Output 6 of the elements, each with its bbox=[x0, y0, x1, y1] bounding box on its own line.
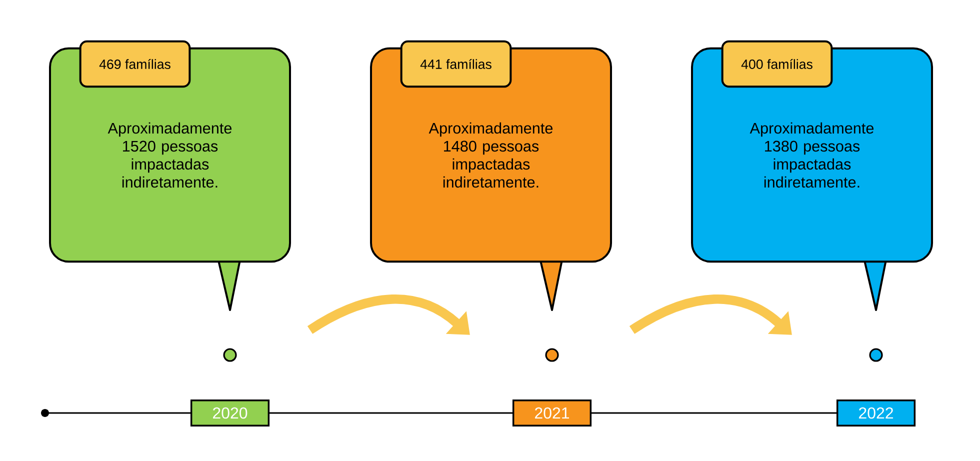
year-box: 2020 bbox=[190, 399, 270, 427]
tag-label: 441 famílias bbox=[400, 40, 512, 88]
tag-label: 469 famílias bbox=[79, 40, 191, 88]
year-box: 2022 bbox=[836, 399, 916, 427]
tag-label: 400 famílias bbox=[721, 40, 833, 88]
year-box: 2021 bbox=[512, 399, 592, 427]
